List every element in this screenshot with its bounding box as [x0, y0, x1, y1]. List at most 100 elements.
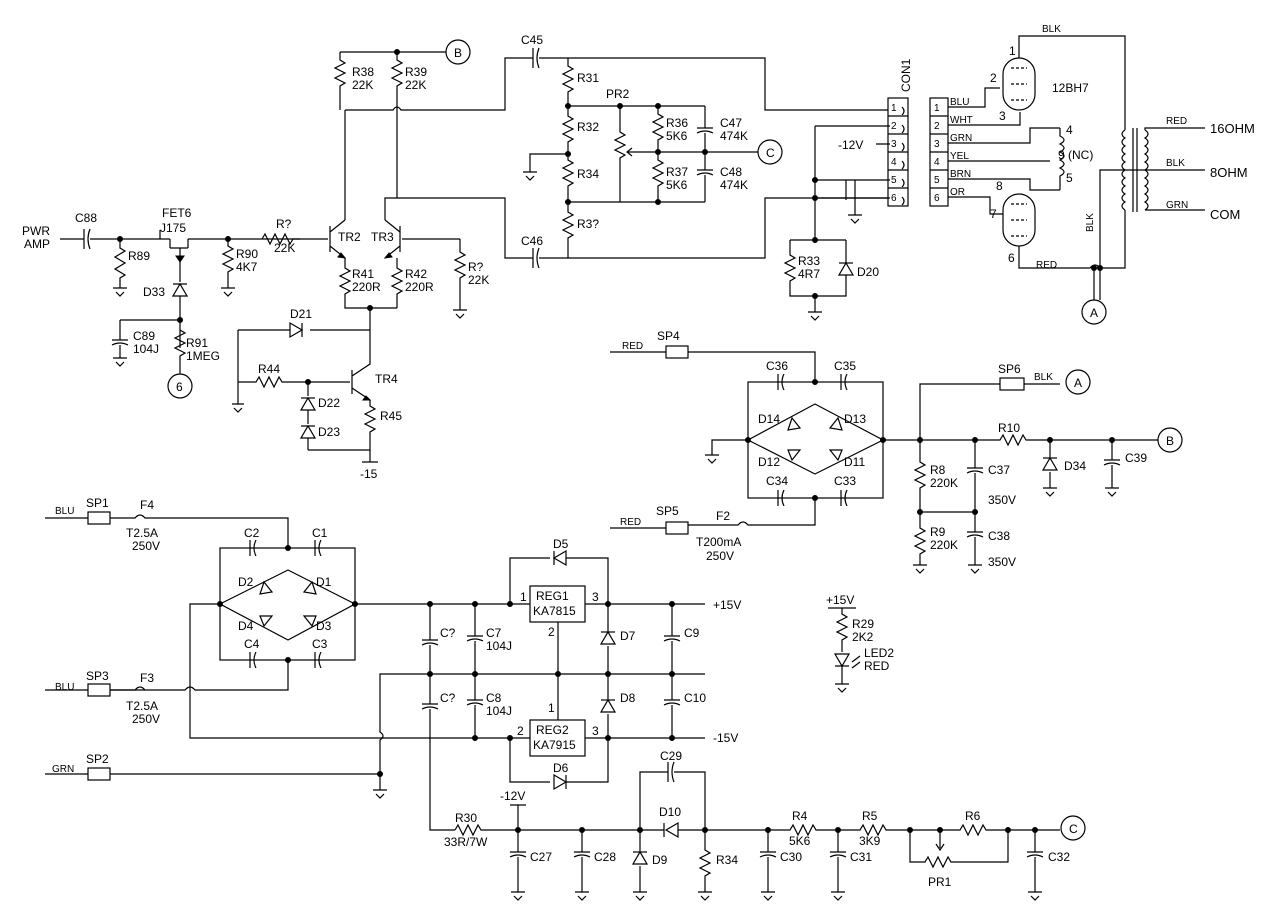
blu3-label: BLU [55, 682, 74, 693]
d12-label: D12 [758, 455, 780, 469]
r34b-label: R34 [716, 853, 738, 867]
blk-sp6-label: BLK [1034, 372, 1053, 383]
ohm16-label: 16OHM [1210, 121, 1255, 136]
r31-label: R31 [577, 71, 599, 85]
con1-pin3: 3 [891, 139, 897, 150]
blk-vert-label: BLK [1085, 213, 1096, 232]
d22-label: D22 [318, 396, 340, 410]
c32-label: C32 [1048, 850, 1070, 864]
r41-value: 220R [352, 280, 381, 294]
c34-label: C34 [766, 474, 788, 488]
f3-label: F3 [140, 671, 154, 685]
d2-label: D2 [238, 575, 254, 589]
c89-label: C89 [133, 329, 155, 343]
c29-label: C29 [660, 749, 682, 763]
com-label: COM [1210, 207, 1240, 222]
r45-label: R45 [380, 409, 402, 423]
f2-value1: T200mA [696, 535, 741, 549]
d8-label: D8 [620, 691, 636, 705]
tube1-pin3: 3 [999, 109, 1006, 123]
con1-pin4: 4 [891, 157, 897, 168]
c48-value: 474K [720, 178, 748, 192]
c28-label: C28 [594, 850, 616, 864]
r37-value: 5K6 [666, 178, 688, 192]
d20-label: D20 [857, 265, 879, 279]
fet6-label: FET6 [162, 206, 192, 220]
socket-pin4: 4 [934, 157, 940, 168]
c7-value: 104J [486, 639, 512, 653]
sp3-label: SP3 [86, 669, 109, 683]
pr1-label: PR1 [928, 875, 952, 889]
tube1-pin1: 1 [1009, 44, 1016, 58]
r91-value: 1MEG [186, 349, 220, 363]
socket-pin6: 6 [934, 193, 940, 204]
cq1-label: C? [440, 626, 456, 640]
led2-label: LED2 [864, 646, 894, 660]
input-stage: PWR AMP C88 R89 FET6 J175 D33 C89 104J R… [22, 39, 568, 481]
c38-value: 350V [988, 555, 1016, 569]
d7-label: D7 [620, 629, 636, 643]
c39-label: C39 [1125, 451, 1147, 465]
d10-label: D10 [659, 805, 681, 819]
r29-value: 2K2 [852, 630, 874, 644]
phase-splitter: C45 R31 R32 PR2 R34 R36 5K6 R37 5K6 C47 … [521, 33, 890, 269]
r30-label: R30 [455, 811, 477, 825]
lv-supply: BLU SP1 F4 T2.5A 250V C2 C1 D2 D1 D4 D3 … [45, 496, 894, 831]
r6-label: R6 [965, 809, 981, 823]
c4-label: C4 [244, 637, 260, 651]
con1-pin5: 5 [891, 175, 897, 186]
red-sp5-label: RED [620, 517, 641, 528]
tube1-pin2: 2 [990, 71, 997, 85]
f3-value1: T2.5A [126, 699, 158, 713]
rq1-value: 22K [274, 241, 295, 255]
c8-label: C8 [486, 691, 502, 705]
c10-label: C10 [684, 691, 706, 705]
r9-label: R9 [930, 525, 946, 539]
f2-label: F2 [716, 509, 730, 523]
socket-pin5: 5 [934, 175, 940, 186]
r89-label: R89 [128, 249, 150, 263]
r42-value: 220R [405, 280, 434, 294]
sp1-label: SP1 [86, 496, 109, 510]
r33-label: R33 [798, 254, 820, 268]
reg1-pin3: 3 [592, 590, 599, 604]
minus12b-label: -12V [500, 789, 525, 803]
reg1-label: REG1 [536, 589, 569, 603]
con1-pin1: 1 [891, 103, 897, 114]
r34a-label: R34 [577, 167, 599, 181]
blu1-label: BLU [55, 506, 74, 517]
d14-label: D14 [758, 412, 780, 426]
amp-label: AMP [24, 237, 50, 251]
r4-label: R4 [792, 809, 808, 823]
con1-connector: 1 2 3 4 5 6 CON1 -12V R33 4R7 D20 [783, 58, 913, 321]
r29-label: R29 [852, 617, 874, 631]
d9-label: D9 [652, 853, 668, 867]
tr3-label: TR3 [371, 230, 394, 244]
con1-pin6: 6 [891, 193, 897, 204]
rq1-label: R? [276, 217, 292, 231]
con1-label: CON1 [899, 58, 913, 92]
heater-pin5: 5 [1066, 171, 1073, 185]
c47-value: 474K [720, 129, 748, 143]
r38-label: R38 [352, 65, 374, 79]
sp6-label: SP6 [998, 362, 1021, 376]
c45-label: C45 [521, 33, 543, 47]
c47-label: C47 [720, 116, 742, 130]
plus15-label: +15V [713, 598, 741, 612]
node-c2-label: C [1069, 822, 1078, 836]
sp5-label: SP5 [656, 504, 679, 518]
f4-value2: 250V [132, 539, 160, 553]
minus15-label: -15 [360, 467, 378, 481]
tube2-pin8: 8 [996, 179, 1003, 193]
c37-value: 350V [988, 493, 1016, 507]
c2-label: C2 [244, 526, 260, 540]
r39-value: 22K [405, 78, 426, 92]
cq2-label: C? [440, 691, 456, 705]
node-a1-label: A [1090, 306, 1098, 320]
node-b2-label: B [1166, 434, 1174, 448]
c38-label: C38 [988, 529, 1010, 543]
r4-value: 5K6 [789, 834, 811, 848]
plus15-led-label: +15V [826, 593, 854, 607]
wire-or: OR [950, 187, 965, 198]
c31-label: C31 [850, 850, 872, 864]
